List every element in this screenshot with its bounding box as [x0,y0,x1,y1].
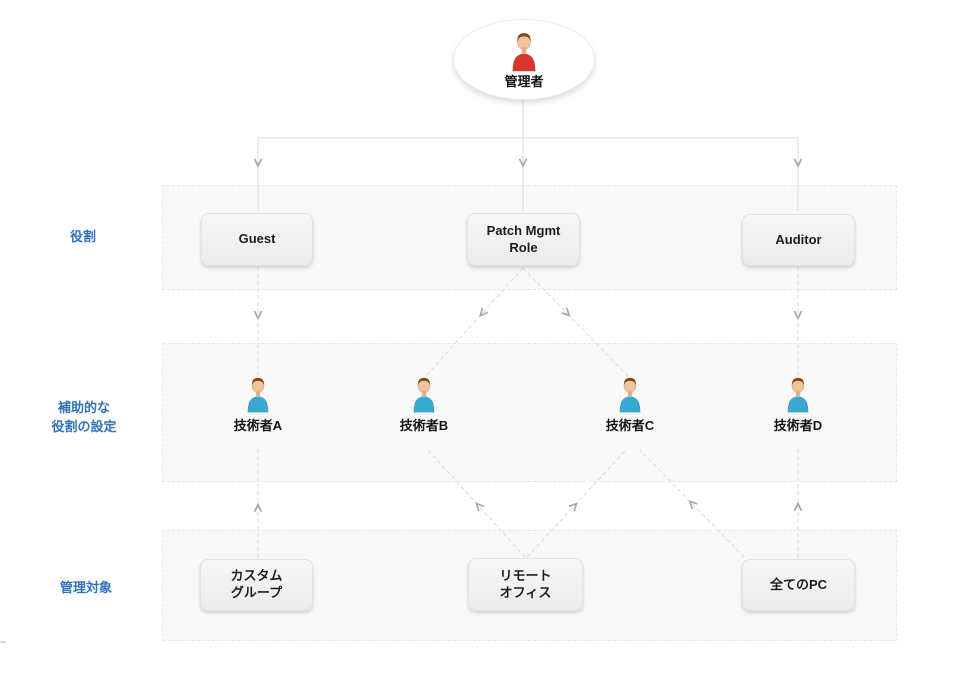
target-box-remote-office: リモート オフィス [468,558,583,611]
role-box-patch-mgmt: Patch Mgmt Role [467,213,580,266]
admin-node: 管理者 [453,19,595,100]
technician-icon [787,377,809,413]
row-label-managed-targets: 管理対象 [59,580,112,595]
stray-mark [0,641,6,643]
technician-b-label: 技術者B [399,418,449,433]
technician-c-label: 技術者C [605,418,655,433]
technician-icon [413,377,435,413]
role-box-guest: Guest [201,213,313,266]
technician-d-node: 技術者D [753,375,843,434]
technician-c-node: 技術者C [585,375,675,434]
technician-icon [247,377,269,413]
technician-icon [619,377,641,413]
technician-b-node: 技術者B [379,375,469,434]
row-label-auxiliary-roles: 補助的な 役割の設定 [51,400,117,434]
admin-person-icon [512,32,536,71]
target-box-all-pcs: 全てのPC [742,559,855,611]
row-label-roles: 役割 [69,229,96,244]
technician-a-node: 技術者A [213,375,303,434]
target-box-custom-group: カスタム グループ [200,559,313,611]
technician-a-label: 技術者A [233,418,283,433]
admin-label: 管理者 [504,73,544,89]
role-box-auditor: Auditor [742,214,855,266]
technician-d-label: 技術者D [773,418,823,433]
